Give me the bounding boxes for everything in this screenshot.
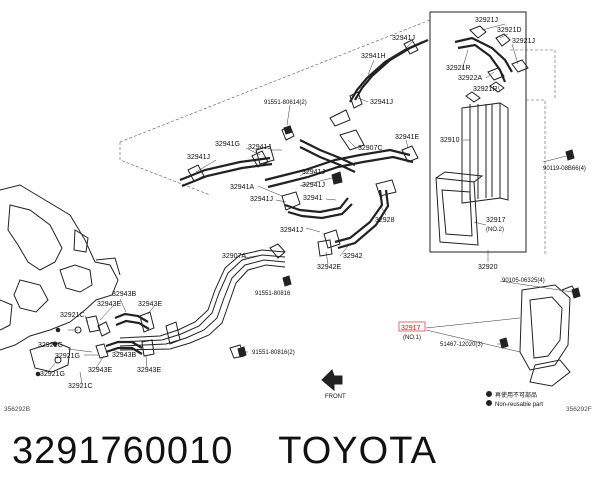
label-32942[interactable]: 32942 <box>343 253 363 260</box>
long-pipe-32907a <box>119 243 286 359</box>
label-90119-08b66[interactable]: 90119-08B66(4) <box>543 166 586 172</box>
highlight-frame <box>398 321 426 332</box>
label-32943e-d[interactable]: 32943E <box>137 367 161 374</box>
label-91551-80614[interactable]: 91551-80614(2) <box>264 100 307 106</box>
non-reusable-legend-icon <box>486 391 492 397</box>
label-32921j-b[interactable]: 32921J <box>512 38 535 45</box>
part-footer: 3291760010 TOYOTA <box>12 430 592 490</box>
cooler-hoses <box>454 25 529 83</box>
upper-pipe-run <box>281 38 429 151</box>
label-32943e-c[interactable]: 32943E <box>88 367 112 374</box>
label-32941e[interactable]: 32941E <box>395 134 419 141</box>
label-32907c[interactable]: 32907C <box>358 145 383 152</box>
legend-en-text: Non-reusable part <box>495 402 543 408</box>
label-32921g[interactable]: 32921G <box>38 342 63 349</box>
label-32921c-b[interactable]: 32921C <box>68 383 93 390</box>
part-number: 3291760010 <box>12 430 234 472</box>
label-91551-80816[interactable]: 91551-80816 <box>255 291 291 297</box>
label-32943e-a[interactable]: 32943E <box>97 301 121 308</box>
label-32921g-b[interactable]: 32921G <box>55 353 80 360</box>
label-32943e-b[interactable]: 32943E <box>138 301 162 308</box>
label-32917-no1-sub: (NO.1) <box>403 335 421 341</box>
label-32917-no1[interactable]: 32917 <box>401 325 421 332</box>
label-51467-12020[interactable]: 51467-12020(3) <box>440 342 483 348</box>
label-32928[interactable]: 32928 <box>375 217 395 224</box>
label-32941a[interactable]: 32941A <box>230 184 254 191</box>
bolts-and-clamps <box>237 125 581 358</box>
diagram-code-left: 356292B <box>4 406 30 413</box>
shroud-no2 <box>435 171 484 246</box>
curved-pipe-32941 <box>281 179 397 257</box>
label-32941j-8[interactable]: 32941J <box>280 227 303 234</box>
label-32941j-4[interactable]: 32941J <box>187 154 210 161</box>
non-reusable-marker <box>52 341 58 347</box>
label-32941j-6[interactable]: 32941J <box>302 182 325 189</box>
legend <box>486 391 492 406</box>
label-32921r-b[interactable]: 32921R <box>473 86 498 93</box>
label-32917-no2[interactable]: 32917 <box>486 217 506 224</box>
label-32941g[interactable]: 32941G <box>215 141 240 148</box>
leader-lines <box>47 23 573 385</box>
legend-jp-text: 再使用不可部品 <box>495 391 537 399</box>
non-reusable-legend-icon-2 <box>486 400 492 406</box>
label-32941j-top[interactable]: 32941J <box>392 35 415 42</box>
oil-cooler-core <box>461 81 509 204</box>
label-32917-no2-sub: (NO.2) <box>486 227 504 233</box>
label-32921c-a[interactable]: 32921C <box>60 312 85 319</box>
label-32943b-a[interactable]: 32943B <box>112 291 136 298</box>
label-32920[interactable]: 32920 <box>478 264 498 271</box>
non-reusable-marker <box>55 327 61 333</box>
label-32921g-c[interactable]: 32921G <box>40 371 65 378</box>
label-32921d[interactable]: 32921D <box>497 27 522 34</box>
label-32941[interactable]: 32941 <box>303 195 323 202</box>
engine-block-illustration <box>0 184 121 373</box>
label-32941j-3[interactable]: 32941J <box>248 144 271 151</box>
front-label: FRONT <box>325 394 346 400</box>
label-32943b-b[interactable]: 32943B <box>112 352 136 359</box>
label-91551-80816-2[interactable]: 91551-80816(2) <box>252 350 295 356</box>
label-32921r-a[interactable]: 32921R <box>446 65 471 72</box>
label-32941h[interactable]: 32941H <box>361 53 386 60</box>
brand-name: TOYOTA <box>278 430 437 472</box>
bracket-no1 <box>519 284 579 387</box>
label-32941j-7[interactable]: 32941J <box>250 196 273 203</box>
label-32941j-2[interactable]: 32941J <box>370 99 393 106</box>
label-32921j-a[interactable]: 32921J <box>475 17 498 24</box>
label-32942e[interactable]: 32942E <box>317 264 341 271</box>
part-labels: 32921J 32921D 32921J 32921R 32922A 32921… <box>4 17 592 413</box>
diagram-code-right: 356292F <box>566 406 592 413</box>
front-arrow-icon <box>321 369 343 392</box>
label-90105-06325[interactable]: 90105-06325(4) <box>502 278 545 284</box>
label-32907a[interactable]: 32907A <box>222 253 246 260</box>
label-32941j-5[interactable]: 32941J <box>302 169 325 176</box>
oil-cooler-assembly-box <box>119 11 556 255</box>
label-32910[interactable]: 32910 <box>440 137 460 144</box>
mid-pipe-group <box>179 139 419 189</box>
non-reusable-marker <box>35 371 41 377</box>
label-32922a[interactable]: 32922A <box>458 75 482 82</box>
